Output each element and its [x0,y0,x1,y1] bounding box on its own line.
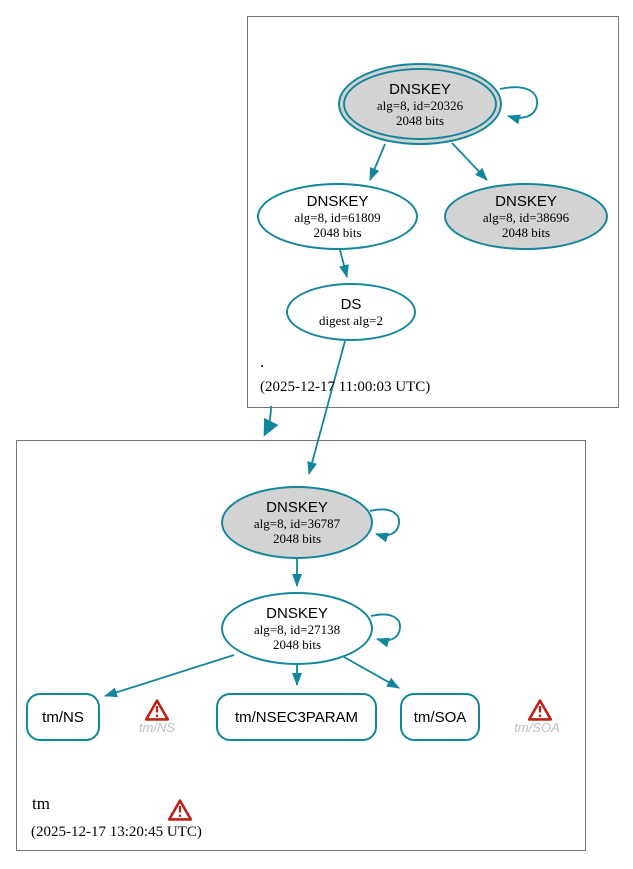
rrset-node-tm-ns[interactable]: tm/NS [26,693,100,741]
dnskey-node-38696[interactable]: DNSKEY alg=8, id=38696 2048 bits [444,183,608,250]
zone-timestamp-tm: (2025-12-17 13:20:45 UTC) [31,824,202,840]
warning-label-soa: tm/SOA [514,720,560,735]
node-bits: 2048 bits [501,225,551,240]
warning-icon[interactable] [168,799,192,821]
rrset-node-tm-nsec3param[interactable]: tm/NSEC3PARAM [216,693,377,741]
dnskey-node-36787[interactable]: DNSKEY alg=8, id=36787 2048 bits [221,486,373,559]
node-algo: alg=8, id=27138 [253,622,341,637]
node-algo: alg=8, id=38696 [482,210,570,225]
dnskey-node-61809[interactable]: DNSKEY alg=8, id=61809 2048 bits [257,183,418,250]
zone-name-root: . [260,352,265,371]
rrset-label: tm/SOA [413,708,467,726]
zone-box-root [247,16,619,408]
node-bits: 2048 bits [395,112,445,128]
node-algo: digest alg=2 [318,313,384,328]
node-title: DNSKEY [389,80,451,98]
dnskey-node-20326[interactable]: DNSKEY alg=8, id=20326 2048 bits [338,63,502,145]
node-algo: alg=8, id=20326 [376,97,464,113]
node-title: DNSKEY [495,193,557,210]
zone-box-tm [16,440,586,851]
ds-node[interactable]: DS digest alg=2 [286,283,416,341]
node-algo: alg=8, id=61809 [294,210,381,225]
warning-icon[interactable] [528,699,552,721]
rrset-label: tm/NS [42,708,84,726]
delegation-arrow-root-to-tm [263,405,279,437]
node-title: DNSKEY [306,193,369,210]
node-bits: 2048 bits [272,531,322,546]
zone-timestamp-root: (2025-12-17 11:00:03 UTC) [260,379,431,395]
dnskey-node-27138[interactable]: DNSKEY alg=8, id=27138 2048 bits [221,592,373,665]
node-bits: 2048 bits [313,225,362,240]
zone-name-tm: tm [32,794,50,813]
rrset-label: tm/NSEC3PARAM [234,708,359,726]
node-title: DS [340,296,362,313]
node-title: DNSKEY [266,605,328,622]
warning-label-ns: tm/NS [138,720,176,735]
node-bits: 2048 bits [272,637,322,652]
node-algo: alg=8, id=36787 [253,516,341,531]
warning-icon[interactable] [145,699,169,721]
node-title: DNSKEY [266,499,328,516]
rrset-node-tm-soa[interactable]: tm/SOA [400,693,480,741]
